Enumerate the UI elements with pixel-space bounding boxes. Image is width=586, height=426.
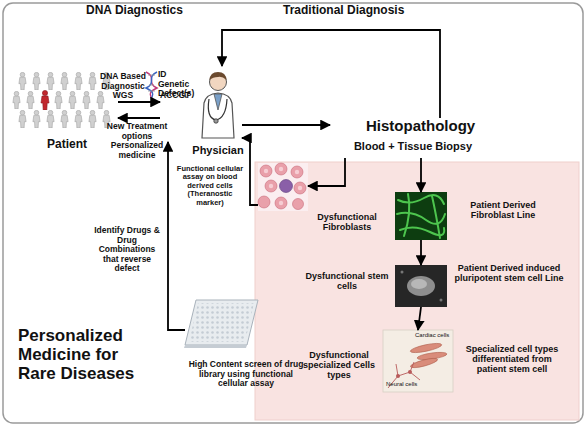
histopathology-box: HistopathologyBlood + Tissue Biopsy (330, 118, 472, 158)
frame-border (3, 3, 583, 423)
physician-hair (210, 72, 227, 80)
red-blood-cell (258, 196, 270, 208)
flow-arrow (418, 307, 421, 330)
node-text: Neural cells (386, 381, 422, 388)
red-blood-cell (291, 166, 303, 178)
cell-speck (440, 299, 443, 302)
section-heading: DNA Diagnostics (86, 4, 196, 18)
cell-center (269, 184, 273, 188)
cell-center (295, 170, 299, 174)
dna-strand (146, 72, 157, 98)
red-blood-cell (260, 165, 272, 177)
node-text: Dysfunctional Fibroblasts (305, 212, 389, 232)
stem-cell-micrograph (395, 265, 447, 307)
fibroblast-image: Dysfunctional FibroblastsPatient Derived… (395, 192, 447, 240)
physician-figure: Physician (160, 66, 242, 142)
person-icon (75, 110, 82, 128)
diagram-title: Personalized Medicine for Rare Diseases (18, 326, 158, 384)
stethoscope-head (214, 119, 218, 123)
person-icon (55, 91, 62, 109)
neuron-body (408, 370, 412, 374)
flow-arrow (420, 158, 422, 192)
node-text: Histopathology (366, 118, 472, 135)
flow-arrow (308, 158, 345, 186)
person-icon (47, 110, 54, 128)
physician-shirt (214, 94, 222, 110)
dna-rungs (148, 75, 155, 91)
flow-arrow (118, 101, 160, 103)
fibroblast-streak (398, 195, 444, 204)
node-text: Dysfunctional stem cells (305, 271, 389, 291)
red-blood-cell (294, 182, 306, 194)
node-text: Physician (190, 144, 246, 156)
multiwell-plate (185, 300, 258, 345)
section-heading: Traditional Diagnosis (283, 4, 433, 18)
white-blood-cell (280, 180, 293, 193)
person-icon (19, 110, 26, 128)
flow-arrow (222, 30, 440, 118)
node-text: Patient (42, 138, 92, 152)
person-icon (61, 72, 68, 90)
person-icon (47, 72, 54, 90)
arrow-label: Functional cellular assay on blood deriv… (174, 165, 246, 207)
person-icon (83, 91, 90, 109)
cell-center (264, 169, 268, 173)
arrow-label: DNA Based Diagnostic WGS (96, 72, 150, 101)
flow-arrow (118, 117, 160, 119)
red-blood-cell (275, 163, 287, 175)
node-text: Cardiac cells (415, 332, 451, 339)
cell-lab-region (255, 162, 579, 420)
flow-arrow (420, 240, 422, 265)
drug-screen-plate: High Content screen of drug library usin… (185, 300, 258, 348)
person-icon (33, 72, 40, 90)
specialized-cells-panel (383, 330, 453, 392)
cell-center (279, 167, 283, 171)
person-icon (69, 91, 76, 109)
stem-cell-image: Dysfunctional stem cellsPatient Derived … (395, 265, 447, 307)
fibroblast-streak (404, 194, 409, 236)
flow-arrow (242, 124, 330, 126)
person-icon (13, 91, 20, 109)
red-blood-cell (293, 199, 304, 210)
node-text: Patient Derived induced pluripotent stem… (453, 263, 565, 283)
person-icon (97, 91, 104, 109)
person-icon (89, 72, 96, 90)
stem-cell-colony (407, 276, 435, 296)
dna-strand (146, 72, 157, 98)
red-blood-cell (265, 180, 277, 192)
blood-cells-image (258, 163, 308, 211)
annotation-label: ACCGT (160, 91, 200, 101)
fibroblast-streak (432, 196, 440, 238)
physician-coat (202, 93, 234, 138)
cell-speck (401, 271, 404, 274)
stethoscope (208, 99, 227, 120)
node-text: Specialized cell types differentiated fr… (457, 344, 567, 374)
fibroblast-micrograph (395, 192, 447, 240)
neuron-body (396, 374, 400, 378)
highlighted-patient-icon (41, 90, 49, 110)
node-text: Dysfunctional specialized Cells types (299, 350, 379, 380)
person-icon (89, 110, 96, 128)
person-icon (27, 91, 34, 109)
person-icon (19, 72, 26, 90)
arrow-label: New Treatment options Personalized medic… (96, 122, 178, 160)
arrow-label: Identify Drugs & Drug Combinations that … (90, 226, 164, 274)
flow-arrow (242, 138, 258, 205)
person-icon (33, 110, 40, 128)
node-text: Patient Derived Fibroblast Line (453, 200, 553, 220)
cell-center (279, 201, 283, 205)
cell-center (298, 186, 302, 190)
person-icon (61, 110, 68, 128)
person-icon (75, 72, 82, 90)
blood-smear (258, 163, 308, 211)
node-text: Blood + Tissue Biopsy (330, 140, 472, 152)
stem-cell-colony-core (411, 279, 427, 289)
plate-wells (189, 303, 254, 342)
red-blood-cell (275, 197, 287, 209)
node-text: High Content screen of drug library usin… (187, 360, 305, 389)
plate-edge (184, 345, 247, 348)
specialized-cells-image: Dysfunctional specialized Cells typesCar… (383, 330, 453, 392)
